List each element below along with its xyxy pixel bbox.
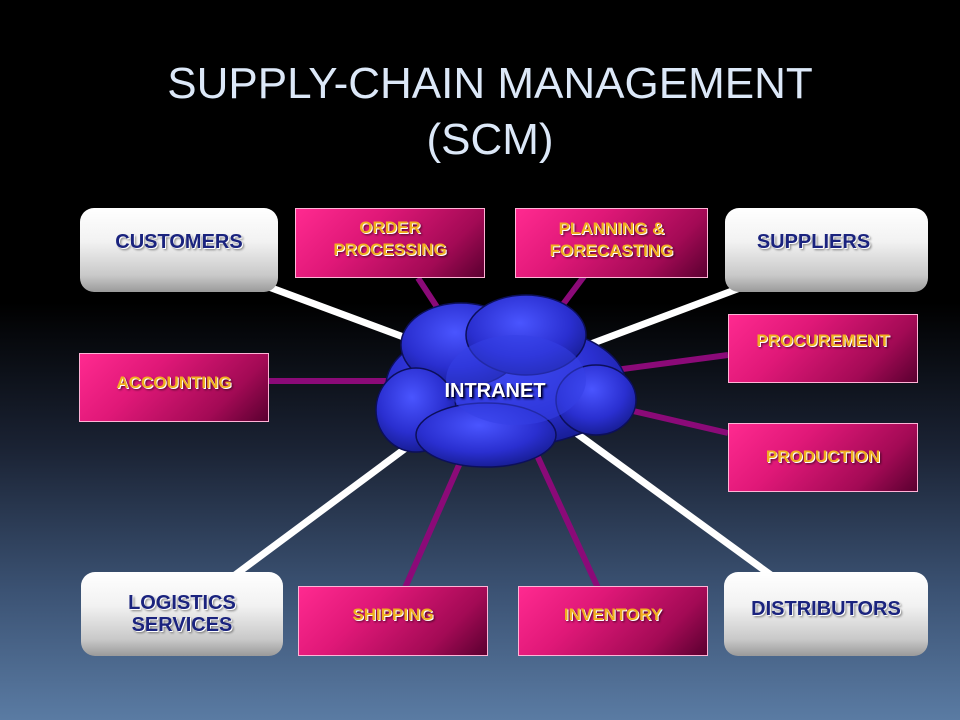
node-label: DISTRIBUTORS — [751, 598, 901, 620]
node-label: ACCOUNTING — [116, 372, 232, 392]
node-distributors: DISTRIBUTORS — [724, 572, 928, 656]
node-label-line-2: FORECASTING — [549, 241, 674, 260]
node-shipping: SHIPPING — [298, 586, 488, 656]
connector-logistics-services — [232, 442, 413, 578]
node-logistics-services: LOGISTICS SERVICES — [81, 572, 283, 656]
node-label: PRODUCTION — [765, 446, 881, 466]
node-order-processing: ORDER PROCESSING — [295, 208, 485, 278]
node-customers: CUSTOMERS — [80, 208, 278, 292]
connector-distributors — [562, 422, 778, 581]
node-label-line-1: ORDER — [359, 218, 421, 237]
intranet-label: INTRANET — [444, 380, 546, 402]
node-label: SHIPPING — [352, 605, 434, 624]
node-production: PRODUCTION — [728, 423, 918, 492]
node-label: CUSTOMERS — [115, 231, 243, 253]
node-label: PROCUREMENT — [756, 330, 890, 350]
connector-inventory — [527, 438, 601, 590]
intranet-cloud-icon — [375, 294, 637, 468]
node-label-line-1: LOGISTICS — [128, 592, 236, 614]
node-label: INVENTORY — [563, 605, 663, 624]
connector-customers — [248, 276, 427, 349]
node-procurement: PROCUREMENT — [728, 314, 918, 383]
connector-suppliers — [578, 284, 742, 352]
node-accounting: ACCOUNTING — [79, 353, 269, 422]
node-suppliers: SUPPLIERS — [725, 208, 928, 292]
title-line-1: SUPPLY-CHAIN MANAGEMENT — [167, 59, 813, 108]
node-label-line-2: SERVICES — [131, 614, 233, 636]
slide-title: SUPPLY-CHAIN MANAGEMENT (SCM) — [130, 56, 850, 168]
node-planning-forecasting: PLANNING & FORECASTING — [515, 208, 708, 278]
node-inventory: INVENTORY — [518, 586, 708, 656]
title-line-2: (SCM) — [426, 115, 554, 164]
connector-production — [619, 405, 729, 436]
node-label: SUPPLIERS — [756, 231, 871, 253]
node-label-line-2: PROCESSING — [333, 240, 447, 259]
node-label-line-1: PLANNING & — [558, 219, 665, 238]
